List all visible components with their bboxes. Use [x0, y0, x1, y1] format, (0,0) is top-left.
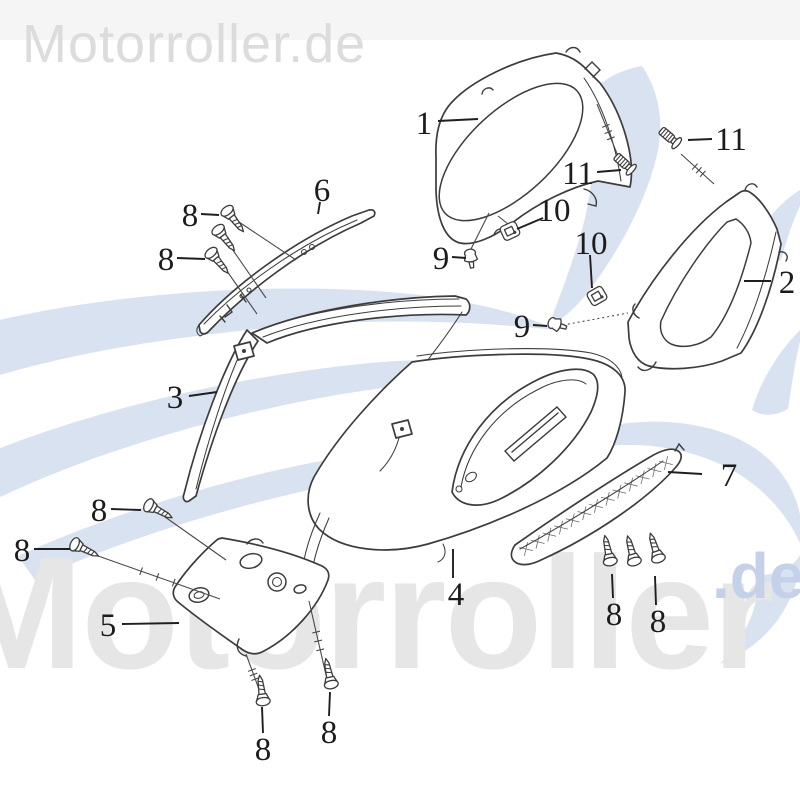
texture-hatch: [535, 534, 540, 549]
part-number-label: 8: [606, 597, 623, 633]
texture-hatch: [558, 520, 564, 535]
thread-tick: [606, 136, 615, 141]
part-number-label: 8: [321, 715, 338, 751]
part-3-front-panel: [182, 295, 471, 503]
thread-tick: [316, 648, 325, 652]
callout-leader-line: [261, 706, 264, 734]
part-number-label: 8: [91, 493, 108, 529]
texture-hatch: [547, 527, 552, 542]
part-4-footboard-panel: [299, 348, 626, 602]
thread-tick: [314, 639, 323, 643]
thread-tick: [695, 166, 702, 174]
top-strip: [0, 0, 800, 40]
part-1-left-side-cover: [435, 46, 633, 245]
part-number-label: 6: [314, 173, 331, 209]
texture-hatch: [605, 491, 610, 506]
part-number-label: 8: [14, 533, 31, 569]
assembly-line: [245, 653, 261, 693]
thread-tick: [312, 630, 321, 634]
watermark-brand-text: Motorroller: [0, 523, 772, 702]
thread-tick: [155, 572, 160, 581]
texture-hatch: [593, 499, 599, 513]
part-number-label: 10: [575, 226, 608, 262]
callout-leader-line: [200, 213, 220, 216]
callout-leader-line: [188, 391, 218, 397]
part-number-label: 8: [650, 604, 667, 640]
thread-tick: [139, 567, 143, 576]
part-number-label: 7: [721, 458, 738, 494]
callout-leader-line: [589, 254, 593, 289]
part-6-trim-strip: [196, 208, 376, 337]
assembly-line: [557, 312, 629, 327]
callout-leader-line: [437, 118, 479, 122]
thread-tick: [247, 668, 256, 672]
callout-leader-line: [667, 471, 703, 475]
callout-leader-line: [176, 257, 206, 260]
assembly-line: [680, 153, 715, 185]
thread-tick: [171, 578, 176, 587]
assembly-line: [83, 550, 221, 600]
part-2-right-side-cover: [627, 183, 788, 372]
callout-leader-line: [596, 169, 622, 173]
part-number-label: 11: [562, 156, 594, 192]
part-number-label: 3: [167, 380, 184, 416]
part-number-label: 11: [715, 122, 747, 158]
thread-tick: [601, 123, 610, 128]
part-number-label: 8: [182, 198, 199, 234]
assembly-line: [238, 221, 297, 261]
texture-hatch: [523, 542, 529, 556]
callout-leader-line: [611, 573, 614, 599]
part-number-label: 1: [416, 106, 433, 142]
assembly-line: [470, 212, 490, 250]
watermark-domain-text: .de: [712, 540, 800, 612]
callout-leader-line: [110, 508, 142, 511]
thread-tick: [691, 163, 698, 170]
texture-hatch: [617, 484, 622, 499]
assembly-line: [227, 242, 267, 299]
part-number-label: 9: [433, 241, 450, 277]
callout-leader-line: [328, 691, 331, 717]
thread-tick: [604, 130, 613, 135]
texture-hatch: [663, 456, 669, 470]
callout-leader-line: [451, 256, 467, 259]
assembly-lines: [83, 103, 715, 693]
callout-leader-line: [532, 324, 548, 327]
part-number-label: 10: [538, 193, 571, 229]
part-number-label: 2: [779, 265, 796, 301]
texture-hatch: [570, 513, 575, 528]
callout-leader-line: [654, 575, 657, 606]
texture-hatch: [582, 506, 587, 521]
part-number-label: 8: [255, 732, 272, 768]
texture-hatch: [628, 477, 634, 492]
part-number-label: 9: [514, 309, 531, 345]
callout-leader-line: [516, 217, 544, 230]
site-logo-text: Motorroller.de: [22, 14, 366, 74]
callout-leader-line: [687, 138, 713, 141]
assembly-line: [157, 511, 227, 561]
part-number-label: 4: [448, 577, 465, 613]
part-number-label: 8: [158, 242, 175, 278]
thread-tick: [249, 672, 258, 677]
thread-tick: [251, 677, 260, 681]
texture-hatch: [640, 470, 645, 485]
part-7-step-strip: [510, 442, 685, 566]
assembly-line: [596, 103, 619, 157]
assembly-line: [308, 600, 327, 676]
thread-tick: [699, 170, 706, 178]
part-number-label: 5: [100, 608, 117, 644]
callout-leader-line: [317, 201, 321, 215]
part-5-cover-plate: [172, 537, 330, 657]
callout-leader-line: [121, 622, 180, 625]
